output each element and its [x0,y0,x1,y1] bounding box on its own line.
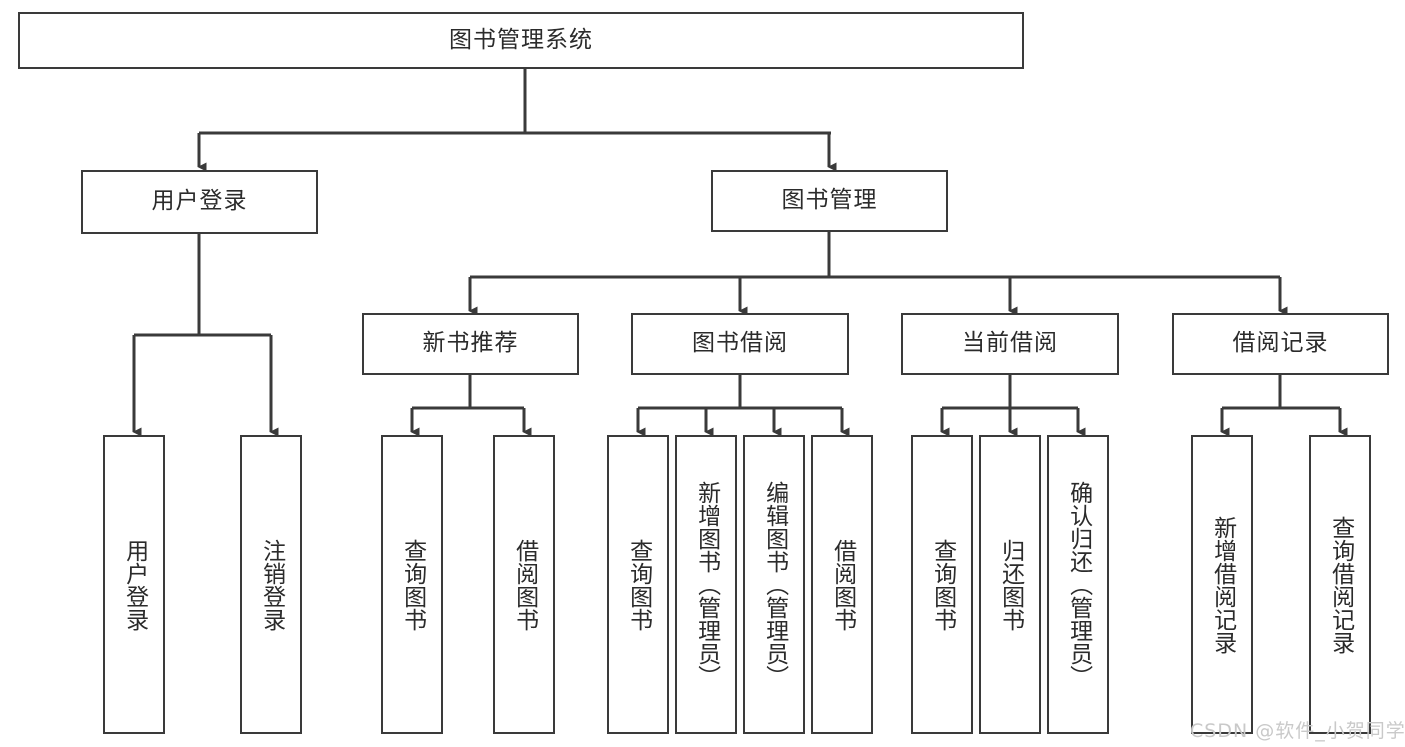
node-root-book-management-system[interactable]: 图书管理系统 [18,12,1024,69]
node-new-book-recommendation[interactable]: 新书推荐 [362,313,579,375]
node-label: 查询图书 [929,538,956,631]
node-label: 借阅图书 [511,538,538,631]
node-label: 借阅图书 [829,538,856,631]
node-label: 查询借阅记录 [1327,515,1354,654]
node-label: 编辑图书（管理员） [761,481,788,688]
node-label: 图书管理 [781,187,878,214]
node-label: 用户登录 [151,188,248,215]
node-label: 当前借阅 [962,330,1058,357]
node-label: 查询图书 [625,538,652,631]
node-label: 查询图书 [399,538,426,631]
leaf-borrow-books-new-rec[interactable]: 借阅图书 [493,435,555,734]
node-label: 新书推荐 [422,330,519,357]
node-label: 借阅记录 [1232,330,1329,357]
leaf-query-borrow-record[interactable]: 查询借阅记录 [1309,435,1371,734]
node-label: 图书借阅 [692,330,788,357]
node-user-login[interactable]: 用户登录 [81,170,318,234]
node-label: 用户登录 [121,538,148,631]
node-label: 新增图书（管理员） [693,481,720,688]
leaf-edit-book-admin[interactable]: 编辑图书（管理员） [743,435,805,734]
node-borrow-records[interactable]: 借阅记录 [1172,313,1389,375]
leaf-add-borrow-record[interactable]: 新增借阅记录 [1191,435,1253,734]
leaf-return-books[interactable]: 归还图书 [979,435,1041,734]
leaf-add-book-admin[interactable]: 新增图书（管理员） [675,435,737,734]
node-label: 新增借阅记录 [1209,515,1236,654]
leaf-query-books-current[interactable]: 查询图书 [911,435,973,734]
node-book-borrowing[interactable]: 图书借阅 [631,313,849,375]
leaf-query-books-new-rec[interactable]: 查询图书 [381,435,443,734]
leaf-query-books-borrow[interactable]: 查询图书 [607,435,669,734]
node-current-borrowing[interactable]: 当前借阅 [901,313,1119,375]
leaf-logout[interactable]: 注销登录 [240,435,302,734]
node-book-management[interactable]: 图书管理 [711,170,948,232]
leaf-confirm-return-admin[interactable]: 确认归还（管理员） [1047,435,1109,734]
node-label: 图书管理系统 [449,26,593,53]
node-label: 注销登录 [258,538,285,631]
node-label: 归还图书 [997,538,1024,631]
leaf-user-login[interactable]: 用户登录 [103,435,165,734]
leaf-borrow-books[interactable]: 借阅图书 [811,435,873,734]
node-label: 确认归还（管理员） [1065,481,1092,688]
